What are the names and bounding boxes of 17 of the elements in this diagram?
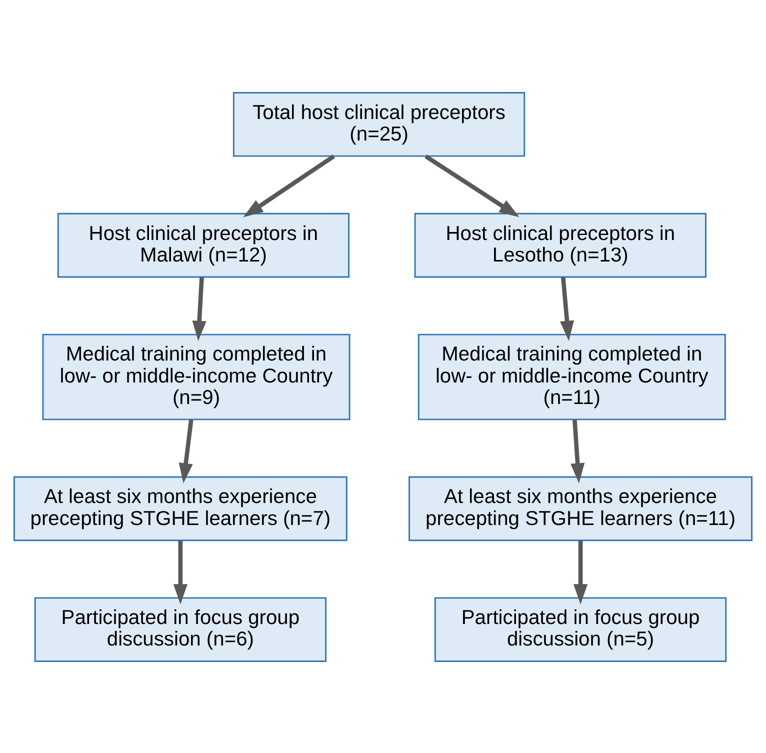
arrow: [424, 154, 520, 217]
arrow: [560, 276, 574, 341]
node-box: Medical training completed in low- or middle-income Country (n=11): [418, 333, 726, 420]
node-box: Medical training completed in low- or middle-income Country (n=9): [42, 333, 350, 420]
arrow: [192, 276, 206, 341]
arrow: [573, 540, 588, 604]
node-box: At least six months experience precepting STGHE learners (n=7): [13, 476, 348, 541]
node-box: Host clinical preceptors in Malawi (n=12): [57, 212, 350, 278]
node-box: Participated in focus group discussion (n=6): [34, 596, 327, 662]
node-box: At least six months experience precepting STGHE learners (n=11): [408, 476, 753, 541]
node-box: Host clinical preceptors in Lesotho (n=13): [414, 212, 706, 278]
arrow: [173, 540, 188, 604]
arrow: [570, 419, 585, 483]
node-box: Total host clinical preceptors (n=25): [232, 92, 526, 156]
arrow: [178, 419, 194, 483]
arrow: [243, 154, 336, 217]
node-box: Participated in focus group discussion (n=5): [434, 596, 727, 662]
